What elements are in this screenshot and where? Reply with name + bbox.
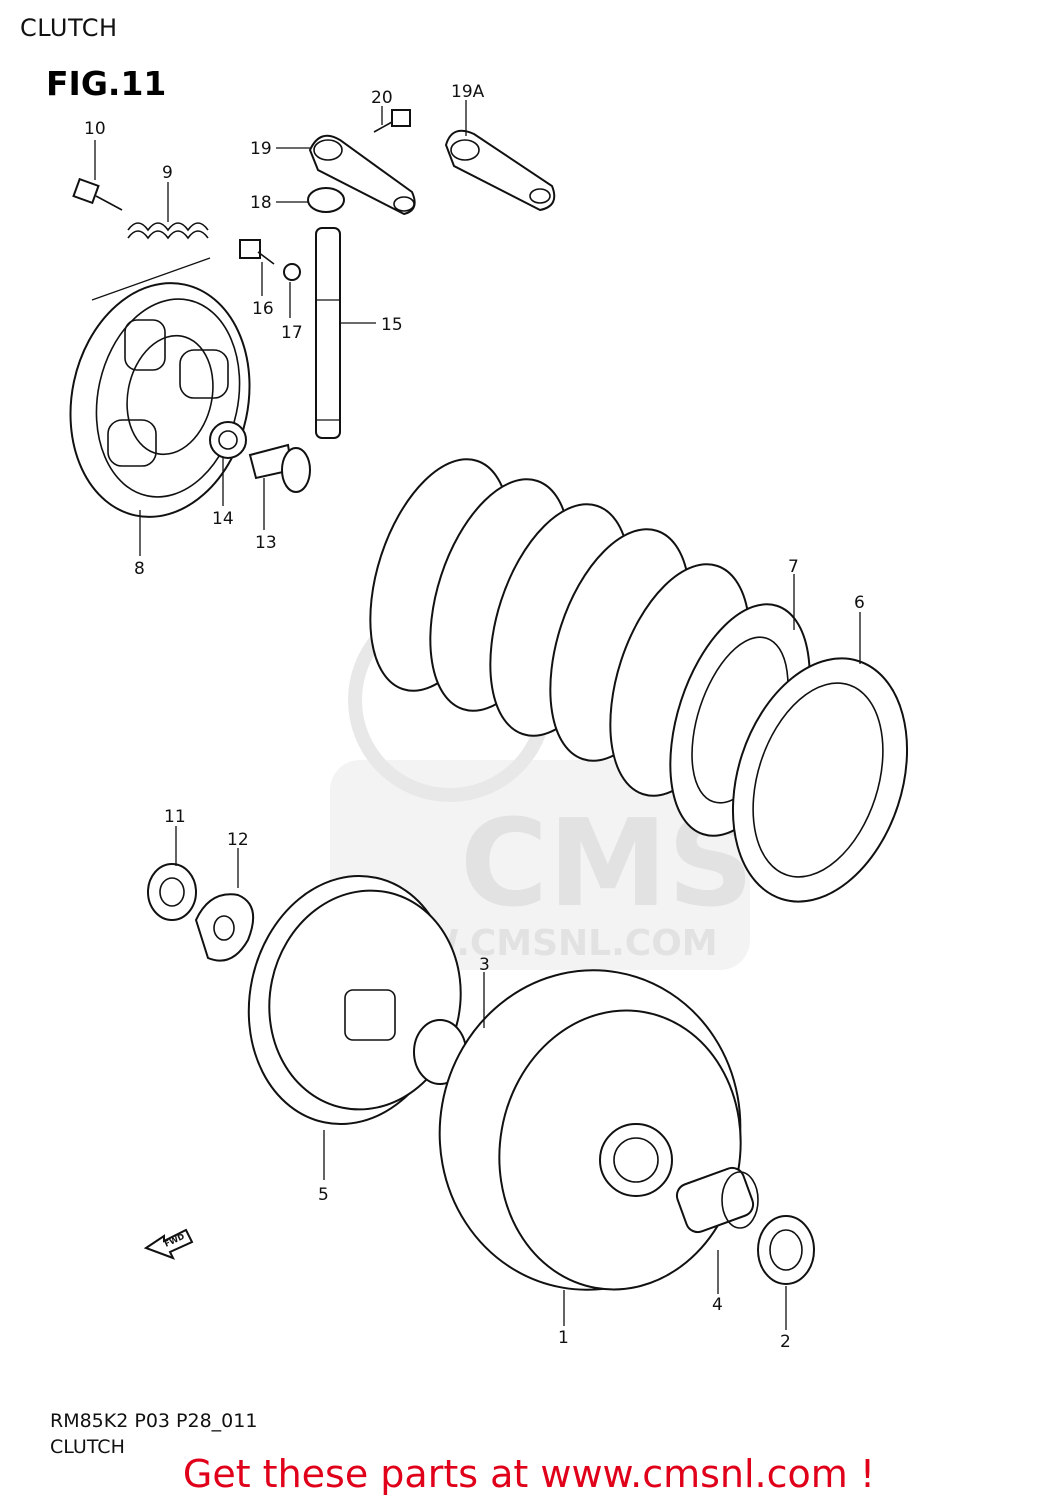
callout-19a: 19A <box>451 82 485 102</box>
inner-hub-part-5 <box>247 874 462 1126</box>
clutch-housing-part-1 <box>438 969 742 1291</box>
callout-5: 5 <box>318 1185 329 1205</box>
callout-2: 2 <box>780 1332 791 1352</box>
callout-6: 6 <box>854 593 865 613</box>
diagram-caption: CLUTCH <box>50 1436 125 1458</box>
callout-4: 4 <box>712 1295 723 1315</box>
callout-15: 15 <box>381 315 403 335</box>
thrust-washer-part-2 <box>757 1215 815 1285</box>
pushrod-part-13 <box>248 443 311 493</box>
promo-banner-link[interactable]: Get these parts at www.cmsnl.com ! <box>182 1452 876 1496</box>
washer-part-17 <box>283 263 301 281</box>
callout-8: 8 <box>134 559 145 579</box>
shaft-part-15 <box>315 227 341 439</box>
callout-9: 9 <box>162 163 173 183</box>
figure-number: FIG.11 <box>46 64 167 103</box>
callout-1: 1 <box>558 1328 569 1348</box>
screw-part-20 <box>373 109 411 133</box>
callout-10: 10 <box>84 119 106 139</box>
diagram-code: RM85K2 P03 P28_011 <box>50 1410 258 1432</box>
fwd-arrow-icon: FWD <box>143 1228 194 1260</box>
callout-14: 14 <box>212 509 234 529</box>
bolt-part-10 <box>72 177 123 211</box>
callout-7: 7 <box>788 557 799 577</box>
callout-18: 18 <box>250 193 272 213</box>
lockwasher-part-12 <box>194 893 255 962</box>
spring-part-9 <box>127 222 209 240</box>
lever-part-19a <box>444 129 556 212</box>
bolt-part-16 <box>239 239 275 265</box>
seal-part-18 <box>307 187 345 213</box>
callout-20: 20 <box>371 88 393 108</box>
callout-12: 12 <box>227 830 249 850</box>
callout-13: 13 <box>255 533 277 553</box>
nut-part-11 <box>147 863 197 921</box>
bearing-part-4 <box>675 1166 759 1234</box>
callout-3: 3 <box>479 955 490 975</box>
callout-19: 19 <box>250 139 272 159</box>
callout-11: 11 <box>164 807 186 827</box>
callout-16: 16 <box>252 299 274 319</box>
page-title: CLUTCH <box>20 14 118 42</box>
lever-part-19 <box>308 134 416 216</box>
friction-plate-part-6 <box>731 657 909 903</box>
pressure-plate-part-8 <box>69 257 251 518</box>
callout-17: 17 <box>281 323 303 343</box>
callout-labels: 10 9 20 19A 19 18 16 17 15 14 13 8 7 6 1… <box>84 82 865 1352</box>
leader-lines <box>94 100 861 1330</box>
